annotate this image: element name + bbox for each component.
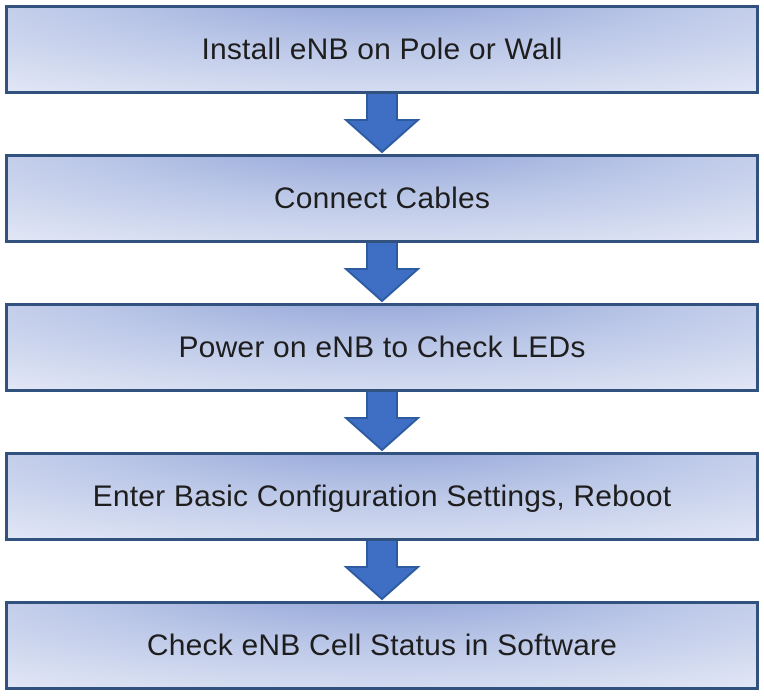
- flow-step-install-enb: Install eNB on Pole or Wall: [5, 5, 759, 94]
- connector-row: [5, 392, 759, 452]
- flow-step-connect-cables: Connect Cables: [5, 154, 759, 243]
- down-arrow-icon: [343, 392, 421, 452]
- flow-step-basic-configuration-reboot: Enter Basic Configuration Settings, Rebo…: [5, 452, 759, 541]
- connector-row: [5, 541, 759, 601]
- flow-step-power-on-check-leds: Power on eNB to Check LEDs: [5, 303, 759, 392]
- connector-row: [5, 243, 759, 303]
- flow-step-label: Check eNB Cell Status in Software: [146, 628, 618, 662]
- flow-step-label: Enter Basic Configuration Settings, Rebo…: [92, 479, 672, 513]
- flow-step-label: Install eNB on Pole or Wall: [201, 32, 563, 66]
- down-arrow-icon: [343, 243, 421, 303]
- flow-step-check-cell-status: Check eNB Cell Status in Software: [5, 601, 759, 690]
- down-arrow-icon: [343, 94, 421, 154]
- flow-step-label: Power on eNB to Check LEDs: [178, 330, 586, 364]
- connector-row: [5, 94, 759, 154]
- flow-step-label: Connect Cables: [273, 181, 491, 215]
- down-arrow-icon: [343, 541, 421, 601]
